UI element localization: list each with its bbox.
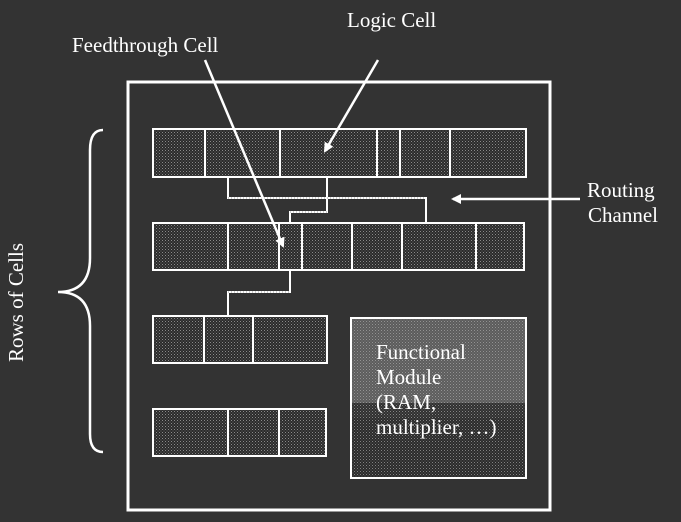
feedthrough-cell-label: Feedthrough Cell <box>72 33 219 57</box>
module-label-line3: (RAM, <box>376 390 436 414</box>
cell-row-3 <box>152 315 328 364</box>
feedthrough-arrow <box>203 59 285 248</box>
logic-cell-r3-1 <box>152 315 205 364</box>
logic-cell-label: Logic Cell <box>347 8 436 32</box>
logic-cell-r2-1 <box>152 222 229 271</box>
logic-cell-r1-6 <box>449 128 527 178</box>
logic-cell-r2-4 <box>351 222 403 271</box>
chip-outline <box>126 80 552 512</box>
logic-cell-r4-3 <box>278 408 327 457</box>
logic-cell-r1-5 <box>399 128 451 178</box>
logic-cell-r4-2 <box>227 408 280 457</box>
feedthrough-cell <box>278 222 303 271</box>
logic-cell-r2-6 <box>475 222 525 271</box>
wire-2 <box>289 177 328 223</box>
module-lower-shade <box>352 403 525 477</box>
logic-cell-r3-3 <box>252 315 328 364</box>
logic-cell-r4-1 <box>152 408 229 457</box>
module-label-line4: multiplier, …) <box>376 415 496 439</box>
rows-brace <box>57 128 104 454</box>
routing-label-line1: Routing <box>587 178 655 202</box>
module-upper-shade <box>352 319 525 403</box>
logic-cell-r3-2 <box>203 315 254 364</box>
logic-cell-arrow <box>323 59 380 153</box>
wire-3 <box>227 270 291 316</box>
cell-row-2 <box>152 222 525 271</box>
logic-cell-r1-2 <box>204 128 281 178</box>
wire-dots <box>228 197 426 293</box>
cell-row-4 <box>152 408 327 457</box>
logic-cell-r2-2 <box>227 222 280 271</box>
logic-cell-r1-4 <box>376 128 401 178</box>
logic-cell-r2-3 <box>301 222 353 271</box>
functional-module <box>350 317 527 479</box>
logic-cell-r1-3 <box>279 128 378 178</box>
rows-of-cells-label: Rows of Cells <box>4 243 28 362</box>
logic-cell-r2-5 <box>401 222 477 271</box>
logic-cell-r1-1 <box>152 128 206 178</box>
cell-row-1 <box>152 128 527 178</box>
module-label-line1: Functional <box>376 340 466 364</box>
module-label-line2: Module <box>376 365 441 389</box>
routing-label-line2: Channel <box>588 203 658 227</box>
